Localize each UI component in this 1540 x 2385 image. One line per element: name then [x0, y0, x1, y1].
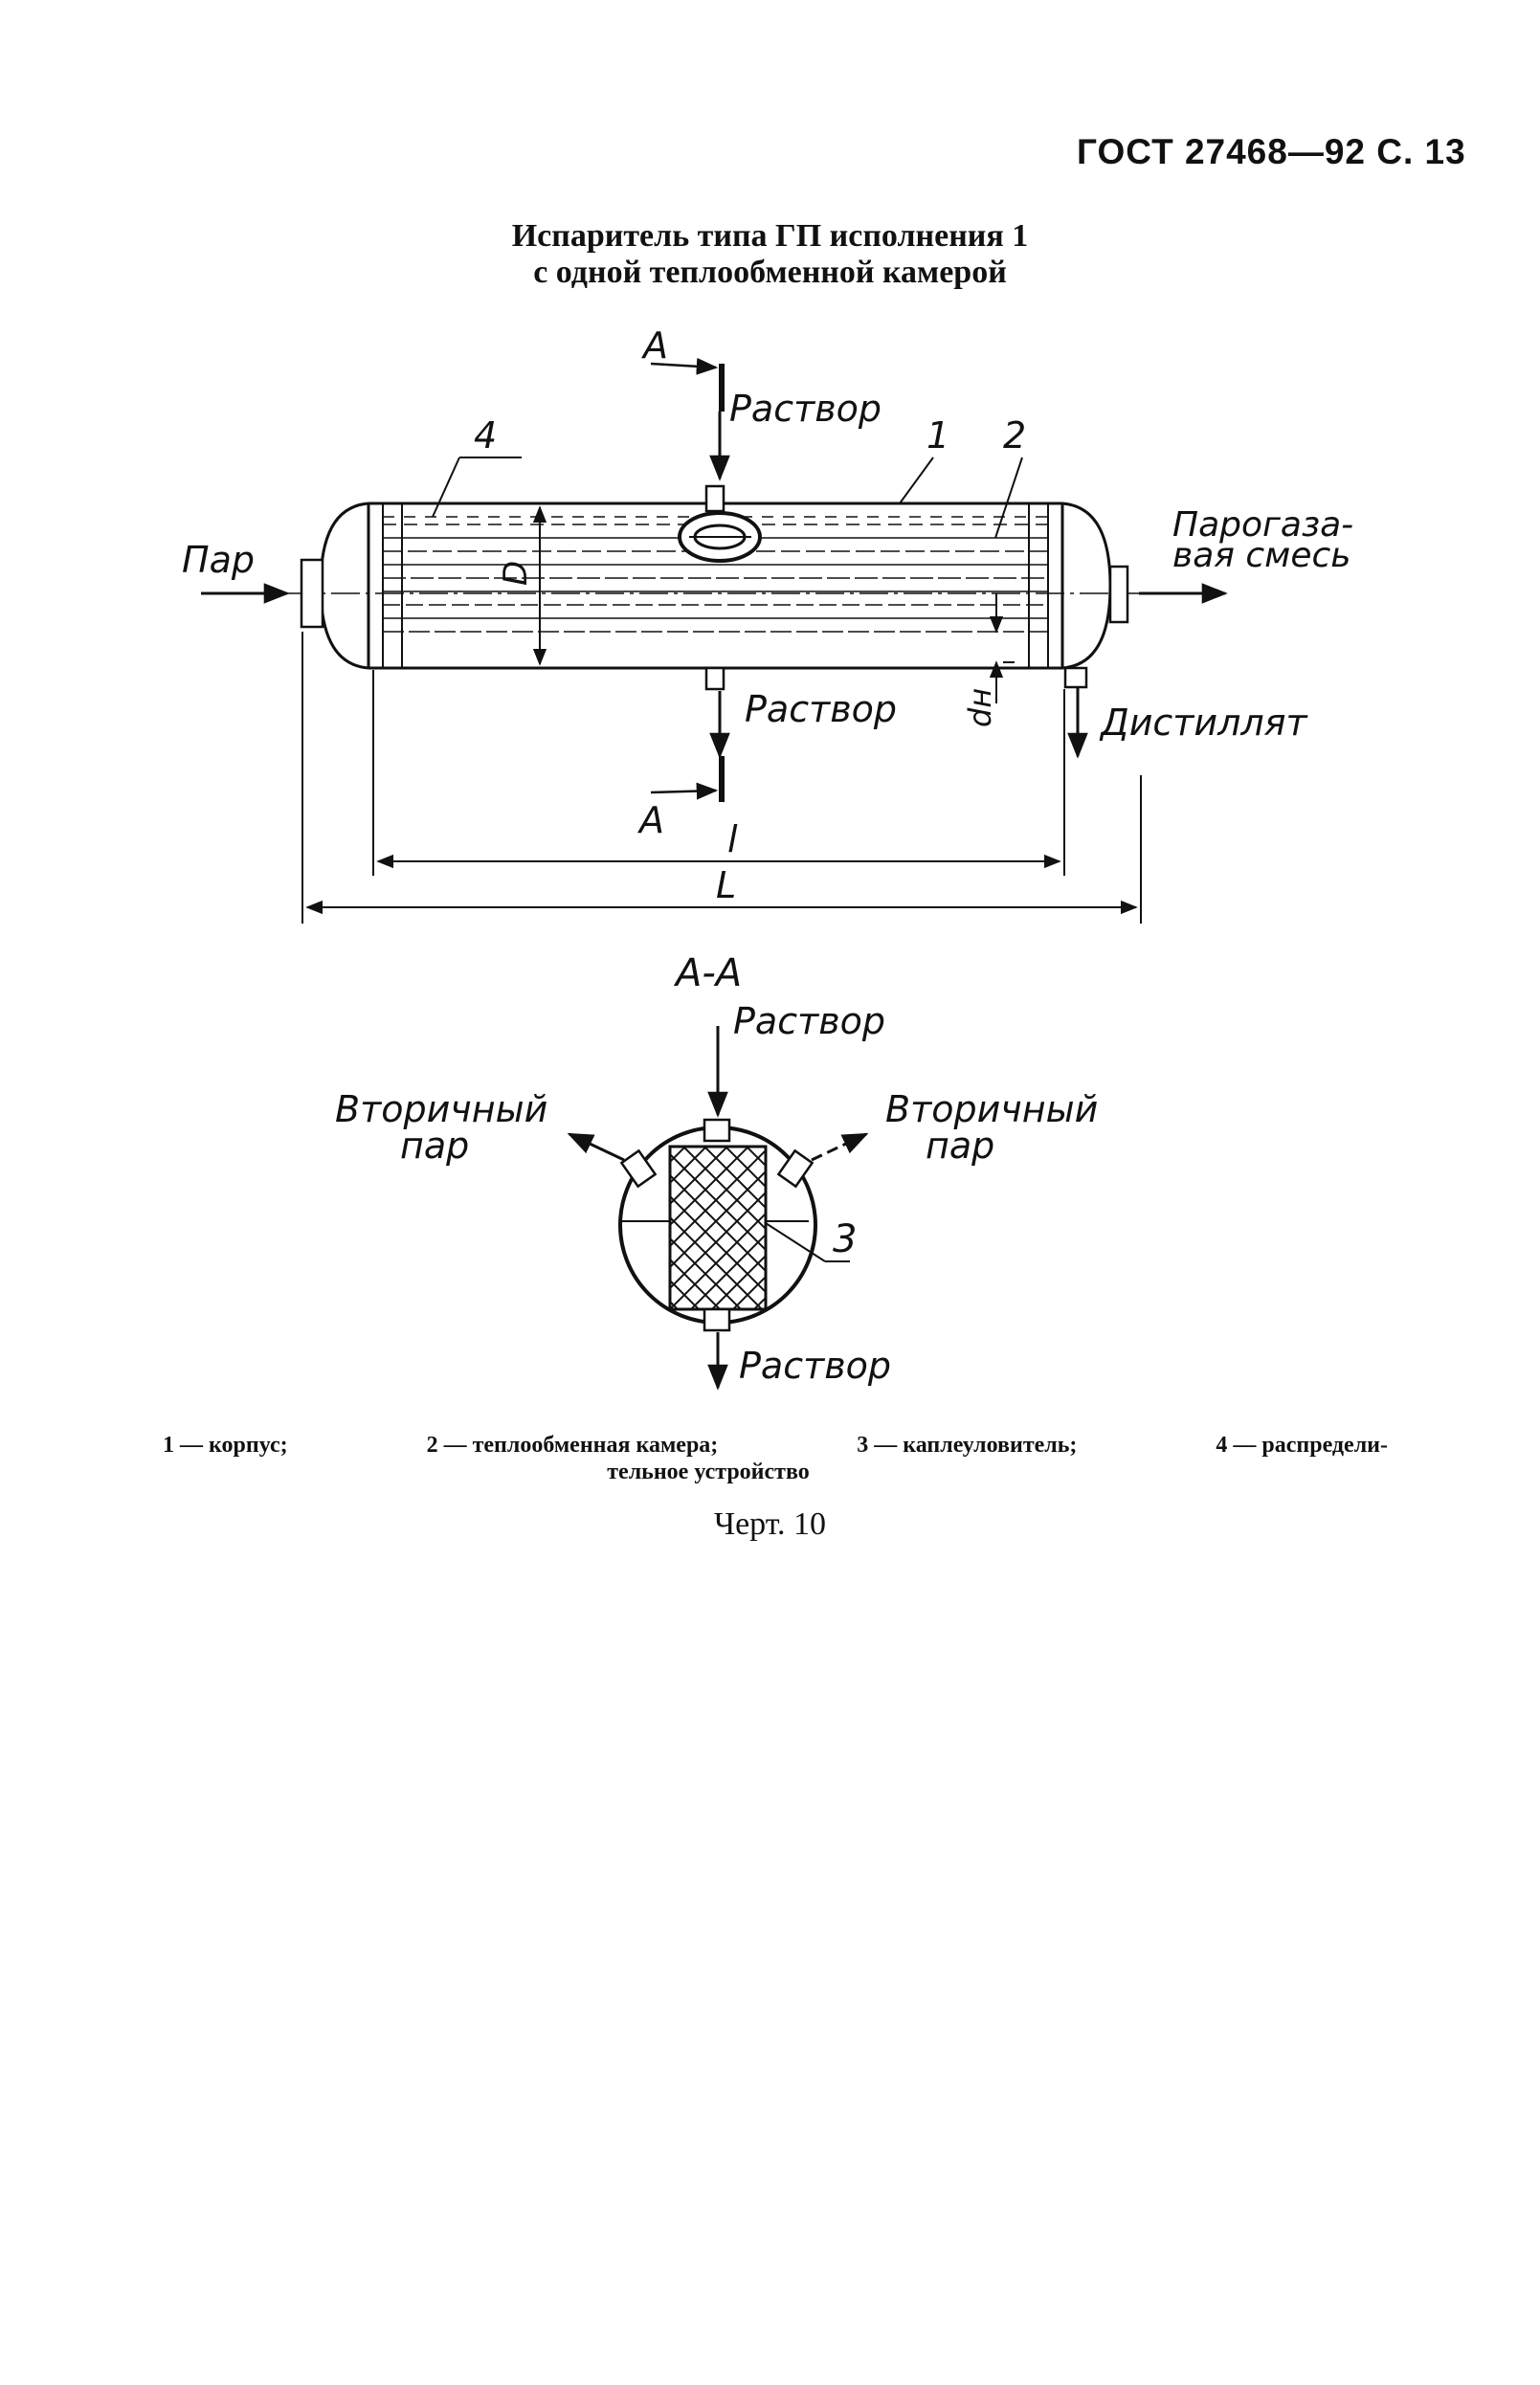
section-label-secondary-right-2: пар — [926, 1125, 994, 1167]
label-distillate: Дистиллят — [1099, 702, 1309, 744]
section-label-secondary-left-1: Вторичный — [335, 1088, 547, 1130]
dim-D: D — [497, 561, 535, 586]
legend-item-4: 4 — распредели- — [1216, 1433, 1388, 1458]
leader-lines — [432, 457, 1023, 539]
dim-L: L — [716, 864, 736, 906]
flow-arrows — [201, 412, 1228, 759]
section-marker-top: А — [640, 324, 668, 367]
section-label-solution-in: Раствор — [733, 1000, 885, 1042]
section-arrows — [567, 1026, 869, 1391]
dimension-lines — [301, 505, 1142, 924]
label-solution-in: Раствор — [729, 388, 882, 430]
pos-1: 1 — [926, 414, 949, 457]
legend-item-4-cont: тельное устройство — [607, 1460, 810, 1484]
legend-item-3: 3 — каплеуловитель; — [857, 1433, 1078, 1458]
pos-3: 3 — [833, 1217, 857, 1261]
label-vapor-gas-1: Парогаза- — [1172, 505, 1353, 545]
section-marker-bottom: А — [636, 799, 664, 841]
figure-title-line1: Испаритель типа ГП исполнения 1 — [511, 218, 1029, 254]
legend-item-1: 1 — корпус; — [163, 1433, 288, 1458]
dim-l: l — [727, 818, 738, 860]
legend: 1 — корпус; 2 — теплообменная камера; 3 … — [163, 1432, 1407, 1485]
pos-2: 2 — [1003, 414, 1026, 457]
label-vapor-gas-2: вая смесь — [1172, 536, 1351, 575]
section-cut-markers — [650, 357, 725, 802]
page-header: ГОСТ 27468—92 С. 13 — [1077, 132, 1466, 171]
section-title: А-А — [673, 951, 742, 995]
figure-title-line2: с одной теплообменной камерой — [533, 255, 1007, 290]
label-steam-in: Пар — [182, 539, 255, 581]
label-solution-out: Раствор — [745, 688, 897, 730]
section-label-solution-out: Раствор — [739, 1345, 891, 1387]
evaporator-side-view — [287, 484, 1149, 691]
figure-label: Черт. 10 — [713, 1506, 827, 1542]
section-label-secondary-right-1: Вторичный — [885, 1088, 1098, 1130]
dim-dn: dн — [962, 688, 998, 727]
pos-4: 4 — [474, 414, 497, 457]
legend-item-2: 2 — теплообменная камера; — [426, 1433, 719, 1458]
section-label-secondary-left-2: пар — [400, 1125, 469, 1167]
section-view — [618, 1118, 850, 1332]
